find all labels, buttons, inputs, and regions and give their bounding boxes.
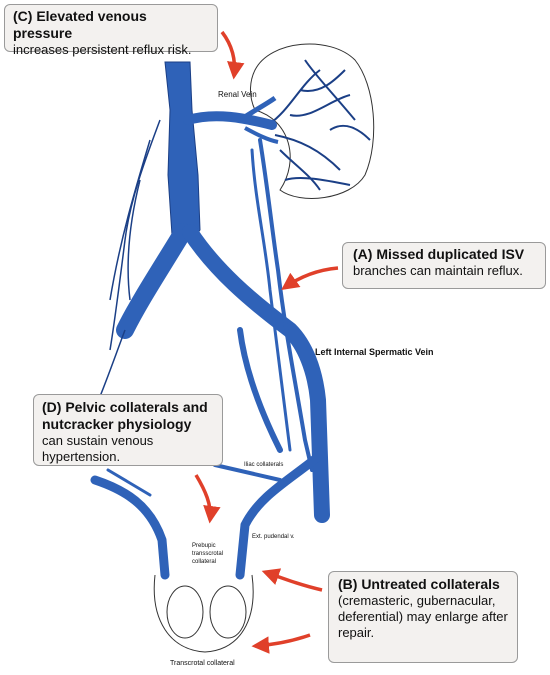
renal-vein (183, 111, 277, 130)
left-internal-spermatic-vein (237, 138, 314, 472)
indicator-arrows (194, 30, 339, 654)
label-ext-pudendal: Ext. pudendal v. (252, 534, 295, 540)
callout-b-body: (cremasteric, gubernacular, deferential)… (338, 593, 508, 640)
scrotum (153, 574, 254, 653)
iliac-veins (116, 223, 330, 523)
arrow-b1 (261, 568, 323, 592)
callout-d-heading: (D) Pelvic collaterals and nutcracker ph… (42, 399, 208, 432)
pelvic-plexus (90, 450, 325, 580)
label-transcrotal: Transcrotal collateral (170, 660, 235, 667)
ivc (164, 61, 201, 241)
arrow-b2 (251, 633, 311, 654)
callout-a-heading: (A) Missed duplicated ISV (353, 246, 525, 262)
arrow-a (281, 266, 339, 291)
callout-c: (C) Elevated venous pressure increases p… (4, 4, 218, 57)
label-iliac-collaterals: Iliac collaterals (244, 462, 284, 468)
label-renal-vein: Renal Vein (218, 90, 257, 99)
callout-a-body: branches can maintain reflux. (353, 263, 523, 278)
callout-c-heading: (C) Elevated venous pressure (13, 8, 147, 41)
callout-b-heading: (B) Untreated collaterals (338, 576, 500, 592)
callout-c-body: increases persistent reflux risk. (13, 42, 192, 57)
kidney-veins (267, 59, 371, 191)
callout-d: (D) Pelvic collaterals and nutcracker ph… (33, 394, 223, 466)
label-left-isv: Left Internal Spermatic Vein (315, 347, 434, 357)
callout-a: (A) Missed duplicated ISV branches can m… (342, 242, 546, 289)
callout-d-body: can sustain venous hypertension. (42, 433, 154, 464)
arrow-c (220, 30, 245, 80)
callout-b: (B) Untreated collaterals (cremasteric, … (328, 571, 518, 663)
arrow-d (194, 474, 221, 524)
label-prebupic: Prebupic transscrotal collateral (192, 543, 224, 565)
